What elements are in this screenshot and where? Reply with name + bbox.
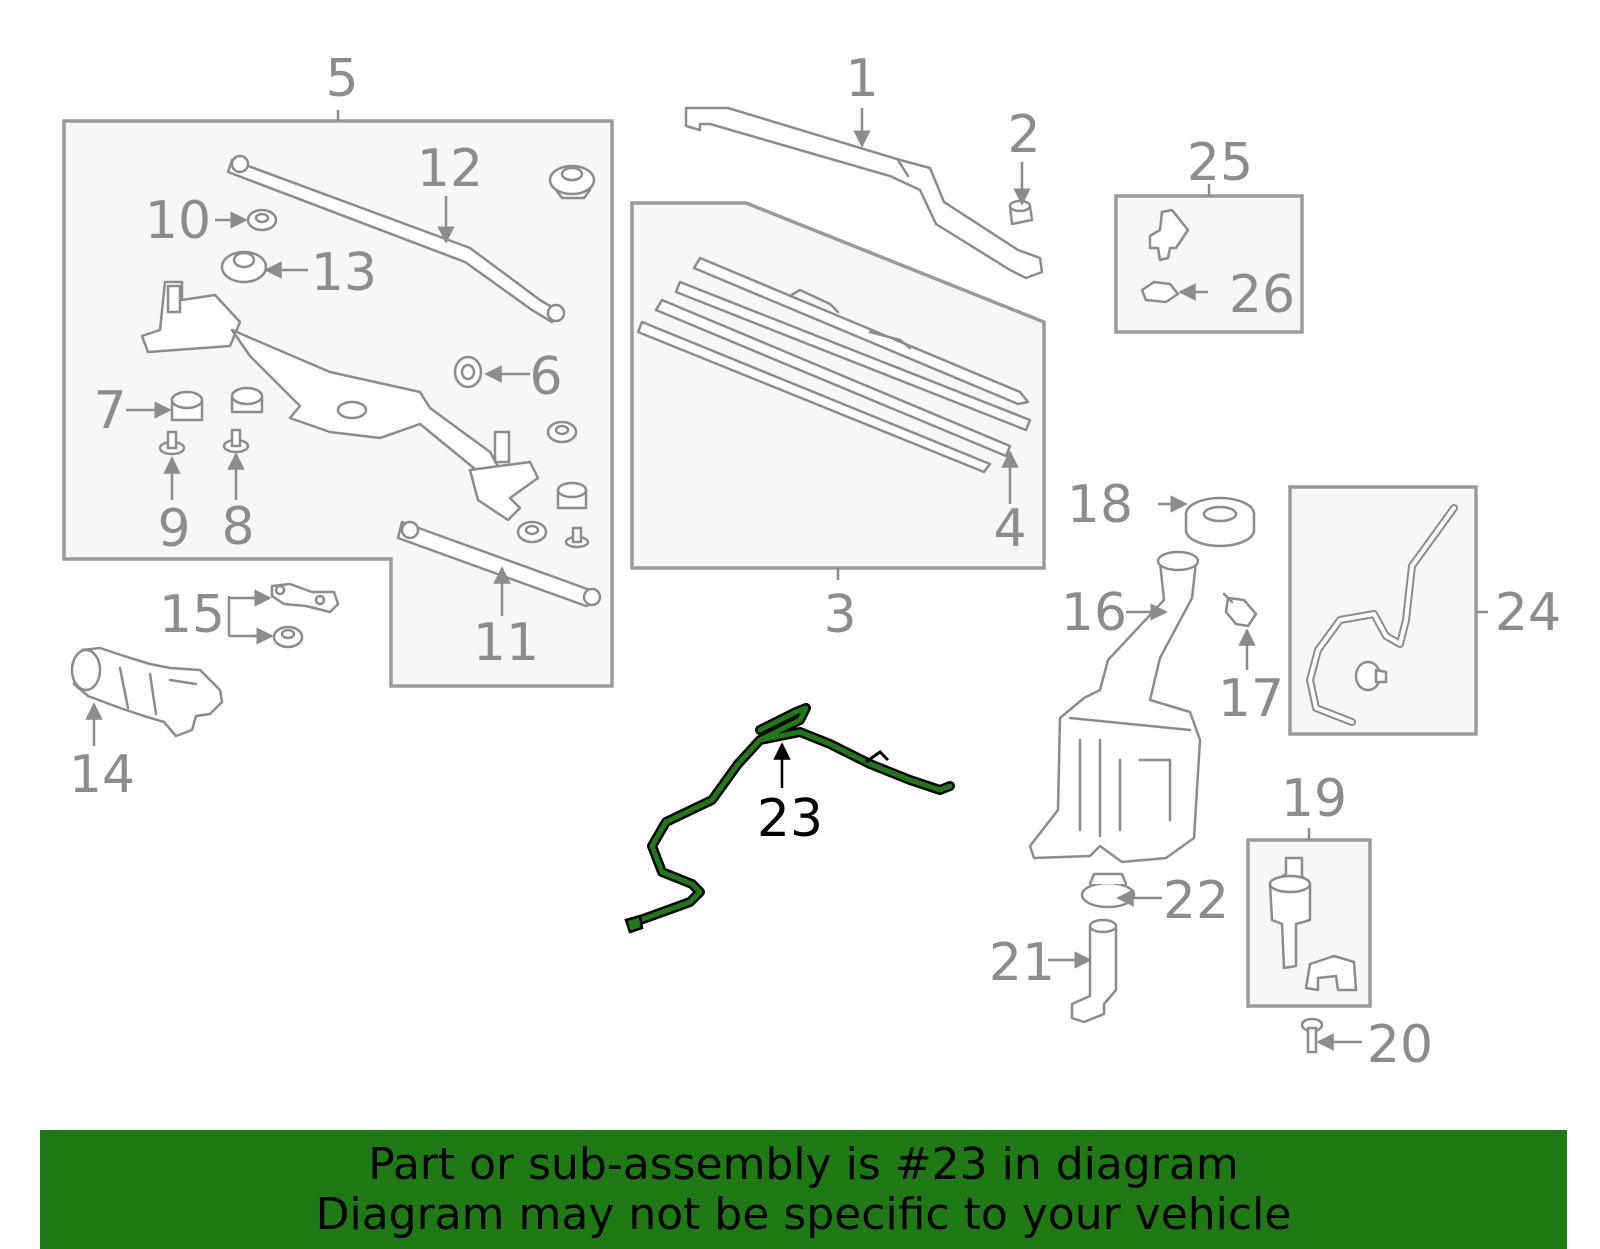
washer-hose-24[interactable] — [1306, 504, 1458, 726]
callout-4: 4 — [993, 499, 1026, 559]
callout-19: 19 — [1281, 769, 1347, 829]
bracket-15[interactable] — [270, 582, 340, 614]
bushing-right-3[interactable] — [516, 520, 548, 544]
grommet-13[interactable] — [220, 250, 268, 284]
link-rod-11[interactable] — [396, 520, 602, 608]
grommet-15[interactable] — [272, 625, 304, 649]
callout-8: 8 — [221, 497, 254, 557]
bolt-17[interactable] — [1222, 592, 1258, 628]
hose-box-24 — [1288, 485, 1488, 736]
bushing-right-1[interactable] — [546, 420, 578, 444]
leader-lines — [85, 108, 1362, 1051]
callout-16: 16 — [1061, 583, 1127, 643]
clip-26[interactable] — [1140, 280, 1180, 304]
callout-23: 23 — [757, 789, 823, 849]
callout-20: 20 — [1367, 1015, 1433, 1075]
callout-9: 9 — [157, 499, 190, 559]
callout-7: 7 — [93, 381, 126, 441]
bushing-7[interactable] — [170, 390, 204, 422]
callout-labels: 1 2 3 4 5 6 7 8 9 10 11 12 13 14 15 16 1… — [69, 49, 1561, 1075]
callout-14: 14 — [69, 745, 135, 805]
bracket[interactable] — [1148, 208, 1190, 262]
bolt-right[interactable] — [564, 526, 590, 549]
bolt-9[interactable] — [158, 430, 186, 456]
grommet-22[interactable] — [1080, 872, 1136, 909]
banner-line-part: Part or sub-assembly is #23 in diagram — [368, 1139, 1239, 1190]
bushing-6[interactable] — [453, 355, 483, 389]
linkage-assembly-box — [62, 110, 614, 688]
callout-3: 3 — [823, 585, 856, 645]
info-banner: Part or sub-assembly is #23 in diagram D… — [40, 1130, 1567, 1249]
callout-15: 15 — [159, 585, 225, 645]
link-rod-12[interactable] — [226, 154, 566, 324]
callout-13: 13 — [311, 243, 377, 303]
callout-11: 11 — [473, 613, 539, 673]
bushing-right-2[interactable] — [556, 481, 588, 510]
callout-21: 21 — [989, 933, 1055, 993]
washer-reservoir-16[interactable] — [1028, 550, 1202, 864]
pivot-frame[interactable] — [140, 280, 540, 522]
callout-5: 5 — [325, 49, 358, 109]
bushing-small[interactable] — [230, 386, 264, 414]
callout-26: 26 — [1229, 265, 1295, 325]
reservoir-cap-18[interactable] — [1184, 496, 1256, 548]
callout-22: 22 — [1163, 871, 1229, 931]
washer-pump[interactable] — [1268, 856, 1312, 970]
pump-cap[interactable] — [1304, 954, 1358, 992]
callout-12: 12 — [417, 139, 483, 199]
callout-1: 1 — [845, 49, 878, 109]
wiper-blade-box — [630, 201, 1046, 580]
pump-box-19 — [1246, 828, 1372, 1008]
callout-2: 2 — [1007, 105, 1040, 165]
callout-17: 17 — [1218, 669, 1284, 729]
washer-tube-23[interactable] — [624, 703, 955, 934]
callout-10: 10 — [145, 191, 211, 251]
bolt-8[interactable] — [222, 428, 250, 454]
callout-6: 6 — [529, 347, 562, 407]
callout-18: 18 — [1067, 475, 1133, 535]
wiper-arm-1[interactable] — [684, 106, 1044, 280]
callout-25: 25 — [1187, 133, 1253, 193]
callout-24: 24 — [1495, 583, 1561, 643]
wiper-blade[interactable] — [636, 256, 1032, 474]
level-sensor-21[interactable] — [1070, 918, 1118, 1024]
bushing-10[interactable] — [246, 208, 278, 232]
screw-20[interactable] — [1300, 1017, 1324, 1054]
banner-line-disclaimer: Diagram may not be specific to your vehi… — [315, 1189, 1292, 1240]
wiper-motor-14[interactable] — [70, 646, 224, 738]
bracket-box-25 — [1114, 184, 1304, 334]
cap-2[interactable] — [1008, 199, 1034, 226]
grommet-top-right[interactable] — [548, 164, 596, 200]
